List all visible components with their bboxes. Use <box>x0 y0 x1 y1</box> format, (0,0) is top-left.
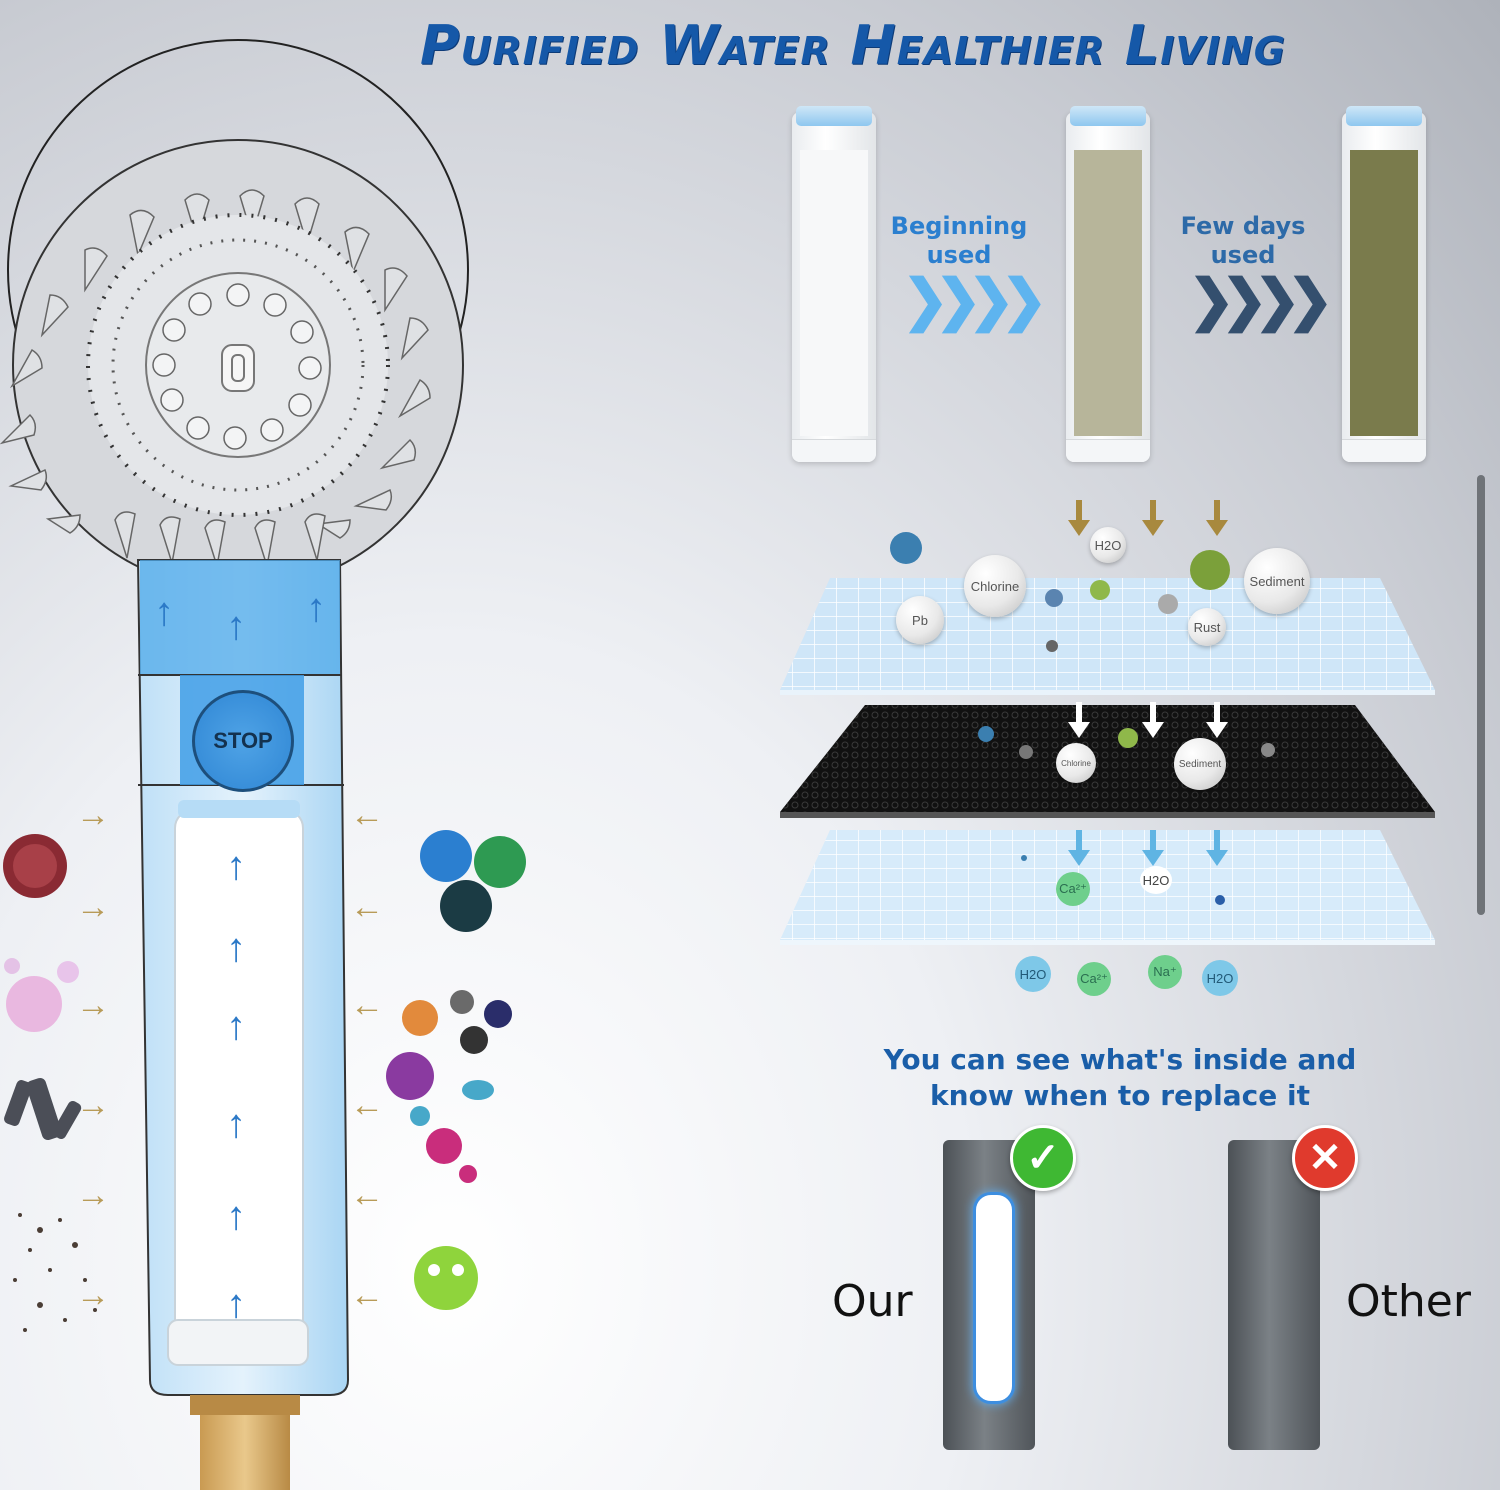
stop-valve: STOP <box>192 690 294 792</box>
check-icon: ✓ <box>1010 1125 1076 1191</box>
flow-arrow-icon: ↑ <box>226 1102 246 1146</box>
microbe-monster-icon <box>414 1246 478 1310</box>
stage-label-line: Few days <box>1180 212 1306 240</box>
scrollbar[interactable] <box>1477 475 1485 915</box>
other-housing-opaque <box>1228 1140 1320 1450</box>
inward-arrow-icon: ← <box>350 796 384 834</box>
output-ion-h2o: H2O <box>1015 956 1051 992</box>
inward-arrow-icon: → <box>76 1176 110 1214</box>
flow-arrow-icon: ↑ <box>226 1282 246 1326</box>
flow-arrow-icon: ↑ <box>306 586 326 630</box>
inward-arrow-icon: ← <box>350 888 384 926</box>
microbe-particle <box>890 532 922 564</box>
inward-arrow-icon: → <box>76 796 110 834</box>
virus-icon <box>3 834 67 898</box>
filtration-layers <box>780 500 1435 945</box>
cartridge-fill <box>1074 150 1142 436</box>
ion-h2o: H2O <box>1140 866 1172 894</box>
flow-arrow-icon: ↑ <box>154 590 174 634</box>
flow-arrow-icon: ↑ <box>226 1194 246 1238</box>
question-line: You can see what's inside and <box>883 1043 1357 1076</box>
particle-sediment-carbon: Sediment <box>1174 738 1226 790</box>
flow-arrow-icon: ↑ <box>226 604 246 648</box>
stage-label-line: Beginning <box>890 212 1028 240</box>
headline: Purified Water Healthier Living <box>420 14 1286 77</box>
shower-head-illustration <box>0 39 469 1490</box>
other-label: Other <box>1346 1276 1471 1327</box>
particle-chlorine: Chlorine <box>964 555 1026 617</box>
output-ion-sodium: Na⁺ <box>1148 955 1182 989</box>
nozzle-ring <box>0 189 431 567</box>
particle-pb: Pb <box>896 596 944 644</box>
our-label: Our <box>832 1276 913 1327</box>
particle-rust: Rust <box>1188 608 1226 646</box>
cartridge-used <box>1066 106 1150 462</box>
inward-arrow-icon: → <box>76 986 110 1024</box>
inward-arrow-icon: ← <box>350 986 384 1024</box>
output-ion-h2o: H2O <box>1202 960 1238 996</box>
inward-arrow-icon: → <box>76 888 110 926</box>
cartridge-dirty <box>1342 106 1426 462</box>
visible-cartridge-window <box>973 1192 1015 1404</box>
pollen-icon <box>4 958 79 1032</box>
sediment-icon <box>13 1213 97 1332</box>
stage-label-line: used <box>1210 241 1276 269</box>
inward-arrow-icon: ← <box>350 1176 384 1214</box>
output-ion-calcium: Ca²⁺ <box>1077 962 1111 996</box>
cartridge-new <box>792 106 876 462</box>
stage-label-few-days: Few days used <box>1168 212 1318 270</box>
bacteria-cluster-icon <box>420 830 526 932</box>
particle-chlorine-carbon: Chlorine <box>1056 743 1096 783</box>
inward-arrow-icon: ← <box>350 1276 384 1314</box>
inward-arrow-icon: → <box>76 1276 110 1314</box>
flow-arrow-icon: ↑ <box>226 1004 246 1048</box>
cartridge-fill <box>800 150 868 436</box>
comparison-question: You can see what's inside and know when … <box>860 1042 1380 1114</box>
particle-h2o: H2O <box>1090 527 1126 563</box>
cartridge-fill <box>1350 150 1418 436</box>
flow-arrow-icon: ↑ <box>226 844 246 888</box>
question-line: know when to replace it <box>930 1079 1310 1112</box>
our-housing-transparent <box>943 1140 1035 1450</box>
stage-label-beginning: Beginning used <box>884 212 1034 270</box>
cross-icon: ✕ <box>1292 1125 1358 1191</box>
chevrons-icon: ❯❯❯❯ <box>902 268 1048 331</box>
flow-arrow-icon: ↑ <box>226 926 246 970</box>
inward-arrow-icon: ← <box>350 1086 384 1124</box>
germs-cluster-icon <box>386 990 512 1183</box>
rust-flakes-icon <box>4 1077 82 1141</box>
chevrons-icon: ❯❯❯❯ <box>1188 268 1334 331</box>
particle-sediment: Sediment <box>1244 548 1310 614</box>
ion-calcium: Ca²⁺ <box>1056 872 1090 906</box>
stage-label-line: used <box>926 241 992 269</box>
contaminants-illustration <box>3 830 526 1332</box>
inward-arrow-icon: → <box>76 1086 110 1124</box>
hose <box>200 1415 290 1490</box>
